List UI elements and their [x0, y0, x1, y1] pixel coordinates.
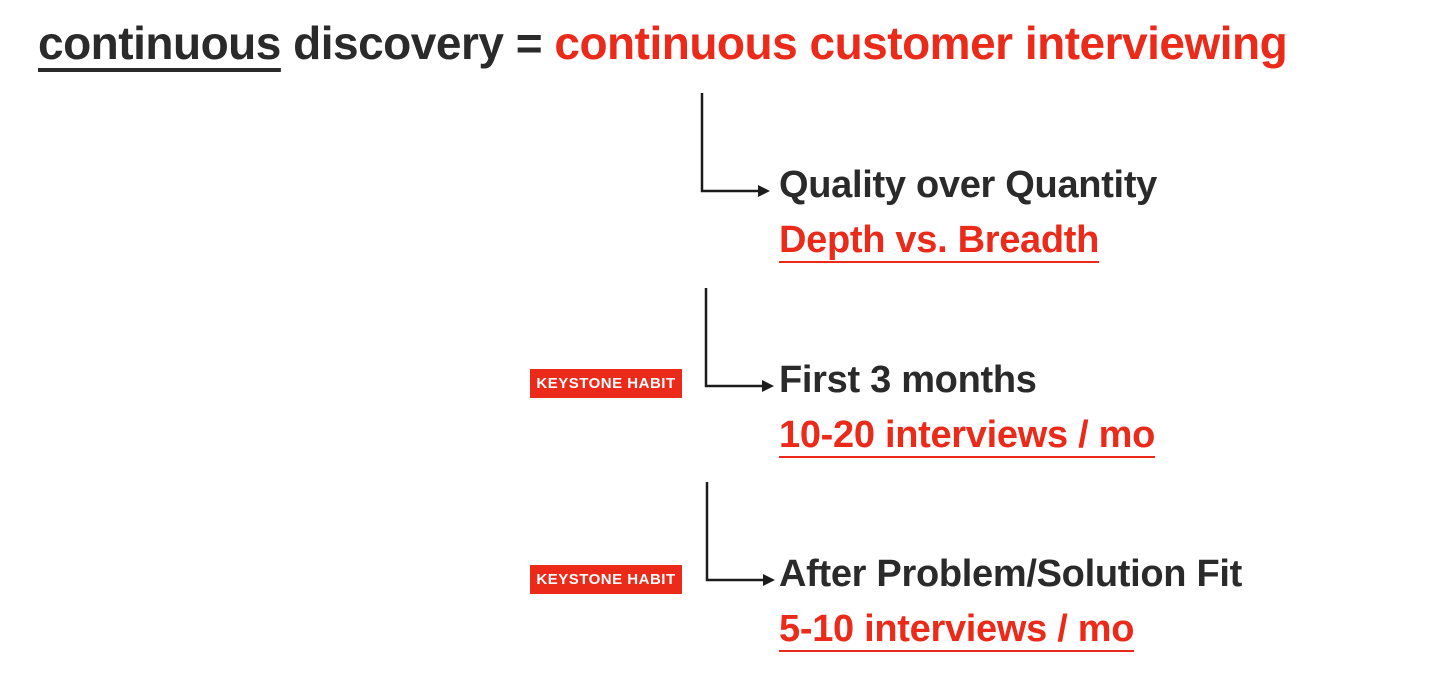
- connector-arrow-2: [704, 288, 774, 392]
- branch-heading: After Problem/Solution Fit: [779, 553, 1242, 595]
- keystone-habit-badge-2: KEYSTONE HABIT: [530, 565, 682, 594]
- title-underlined-word: continuous: [38, 17, 281, 69]
- title-red-phrase: continuous customer interviewing: [554, 17, 1288, 69]
- connector-arrow-3: [705, 482, 775, 586]
- branch-quality: Quality over Quantity Depth vs. Breadth: [779, 158, 1157, 268]
- keystone-habit-badge-1: KEYSTONE HABIT: [530, 369, 682, 398]
- branch-subheading: 10-20 interviews / mo: [779, 414, 1155, 456]
- branch-after-problem-solution-fit: After Problem/Solution Fit 5-10 intervie…: [779, 547, 1242, 657]
- connector-arrow-1: [700, 93, 770, 197]
- branch-subheading: 5-10 interviews / mo: [779, 608, 1135, 650]
- branch-heading: First 3 months: [779, 359, 1037, 401]
- branch-heading: Quality over Quantity: [779, 164, 1158, 206]
- branch-first-3-months: First 3 months 10-20 interviews / mo: [779, 353, 1155, 463]
- title-middle: discovery =: [280, 17, 555, 69]
- branch-subheading: Depth vs. Breadth: [779, 219, 1100, 261]
- page-title: continuous discovery = continuous custom…: [38, 16, 1288, 70]
